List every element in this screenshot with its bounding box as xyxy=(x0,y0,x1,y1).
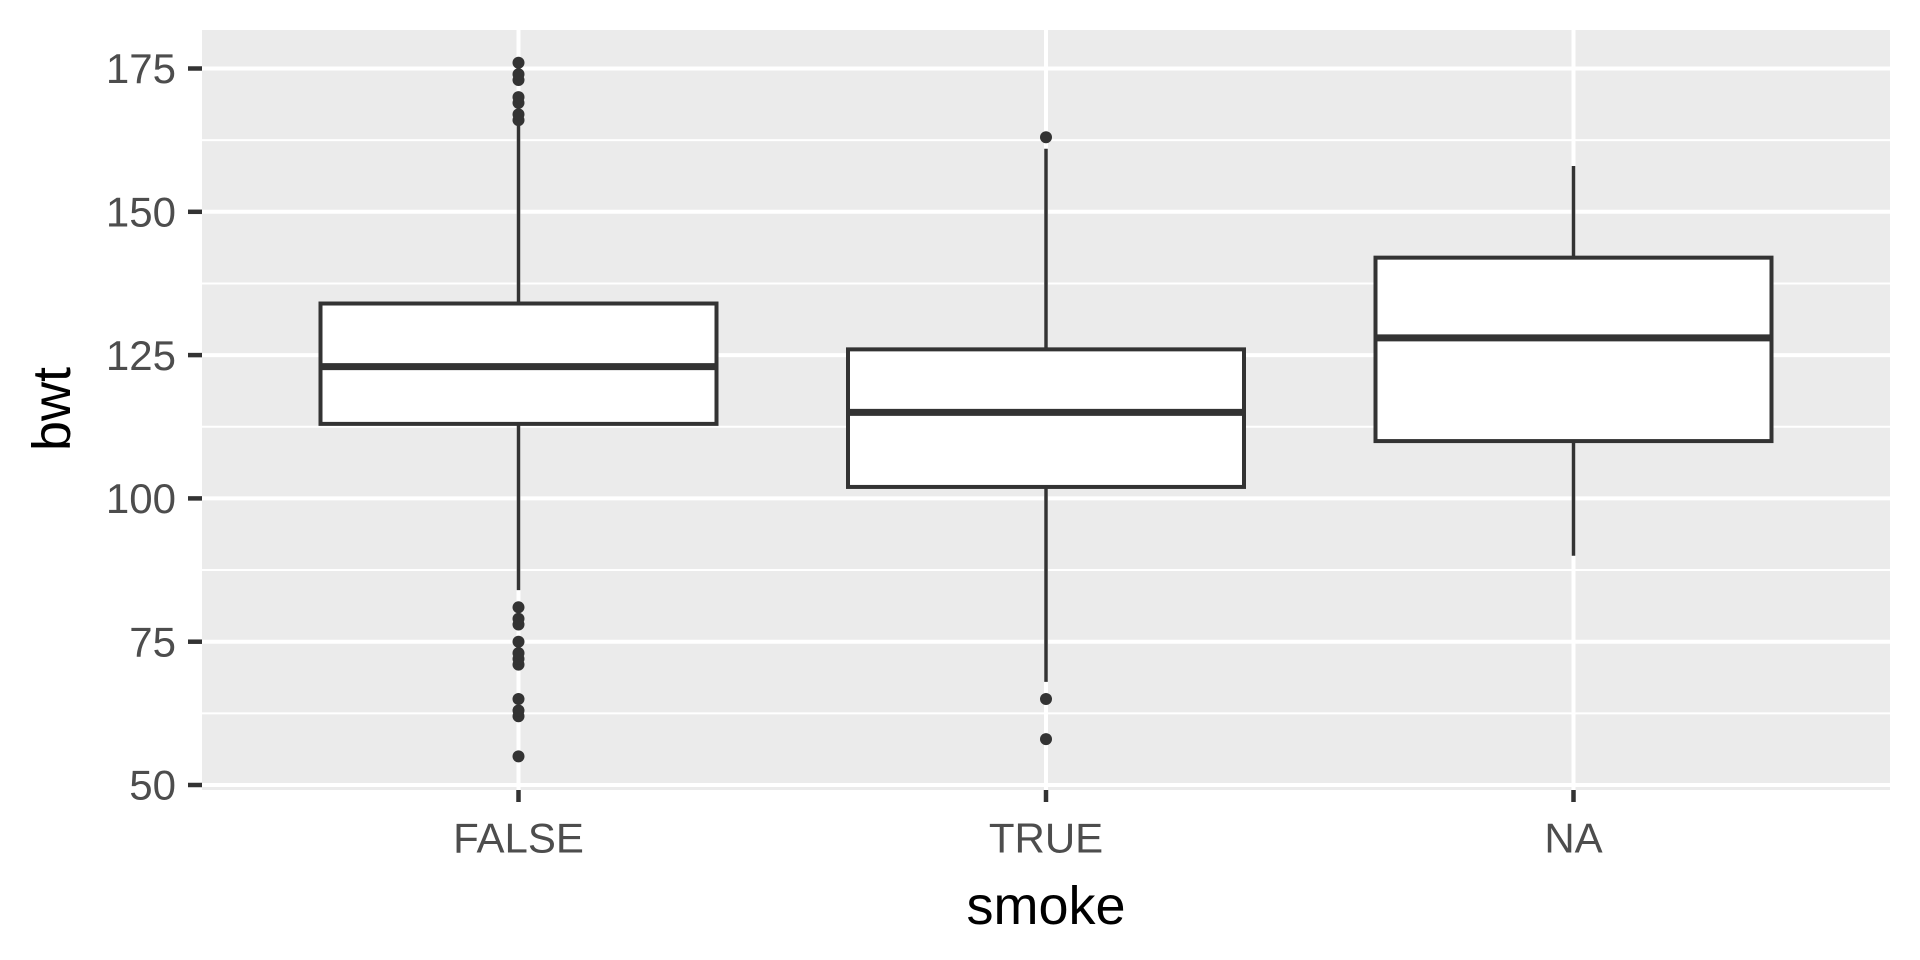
outlier-point xyxy=(512,612,525,625)
outlier-point xyxy=(512,108,525,121)
outlier-point xyxy=(512,68,525,81)
outlier-point xyxy=(512,750,525,763)
x-axis-title: smoke xyxy=(966,876,1125,936)
outlier-point xyxy=(1040,131,1052,144)
x-tick-label: TRUE xyxy=(989,815,1103,862)
boxplot-TRUE xyxy=(846,131,1246,746)
iqr-box xyxy=(1373,255,1774,444)
outlier-point xyxy=(512,635,525,648)
x-tick-label: FALSE xyxy=(453,815,584,862)
iqr-box xyxy=(846,347,1246,489)
outlier-point xyxy=(1040,733,1052,746)
outlier-point xyxy=(512,647,525,660)
boxplot-FALSE xyxy=(318,56,719,763)
y-tick-label: 175 xyxy=(106,45,176,92)
y-tick-label: 125 xyxy=(106,332,176,379)
axis-tick-layer xyxy=(188,66,1576,802)
y-tick-label: 50 xyxy=(129,762,176,809)
outlier-point xyxy=(512,91,525,104)
outlier-point xyxy=(512,56,525,69)
y-tick-label: 75 xyxy=(129,618,176,665)
boxplot-layer xyxy=(318,56,1774,763)
x-tick-label: NA xyxy=(1544,815,1602,862)
outlier-point xyxy=(512,693,525,706)
y-axis-title: bwt xyxy=(22,367,82,451)
outlier-point xyxy=(512,601,525,614)
outlier-point xyxy=(1040,693,1052,706)
outlier-point xyxy=(512,704,525,717)
y-tick-label: 100 xyxy=(106,475,176,522)
boxplot-NA xyxy=(1373,165,1774,556)
y-tick-label: 150 xyxy=(106,189,176,236)
